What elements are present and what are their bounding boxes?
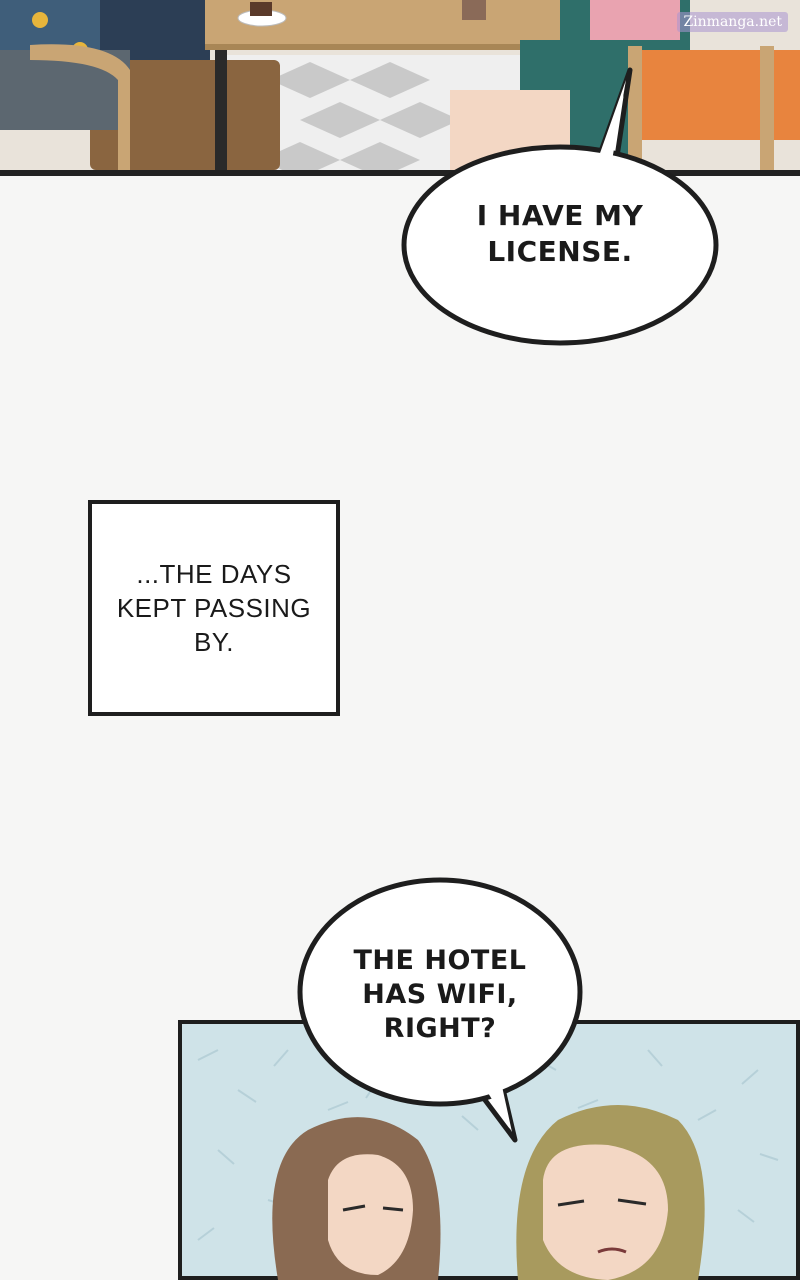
watermark: Zinmanga.net bbox=[677, 12, 788, 32]
characters-illustration bbox=[178, 1020, 800, 1280]
speech-line: I HAVE MY bbox=[476, 199, 644, 232]
left-character-woman bbox=[272, 1117, 441, 1280]
bottom-panel-characters bbox=[178, 1020, 800, 1280]
narration-box: ...THE DAYS KEPT PASSING BY. bbox=[88, 500, 340, 716]
panel-border bbox=[0, 170, 800, 176]
speech-text-bottom: THE HOTEL HAS WIFI, RIGHT? bbox=[320, 944, 560, 1046]
speech-line: HAS WIFI, bbox=[362, 979, 518, 1010]
chair-left bbox=[0, 44, 130, 170]
speech-line: LICENSE. bbox=[487, 235, 633, 268]
cafe-illustration bbox=[0, 0, 800, 176]
right-character-man bbox=[516, 1105, 705, 1280]
speech-line: THE HOTEL bbox=[353, 945, 527, 976]
narration-text: ...THE DAYS KEPT PASSING BY. bbox=[116, 559, 312, 657]
speech-text-top: I HAVE MY LICENSE. bbox=[430, 198, 690, 270]
speech-line: RIGHT? bbox=[383, 1013, 497, 1044]
top-panel-cafe-scene: Zinmanga.net bbox=[0, 0, 800, 176]
